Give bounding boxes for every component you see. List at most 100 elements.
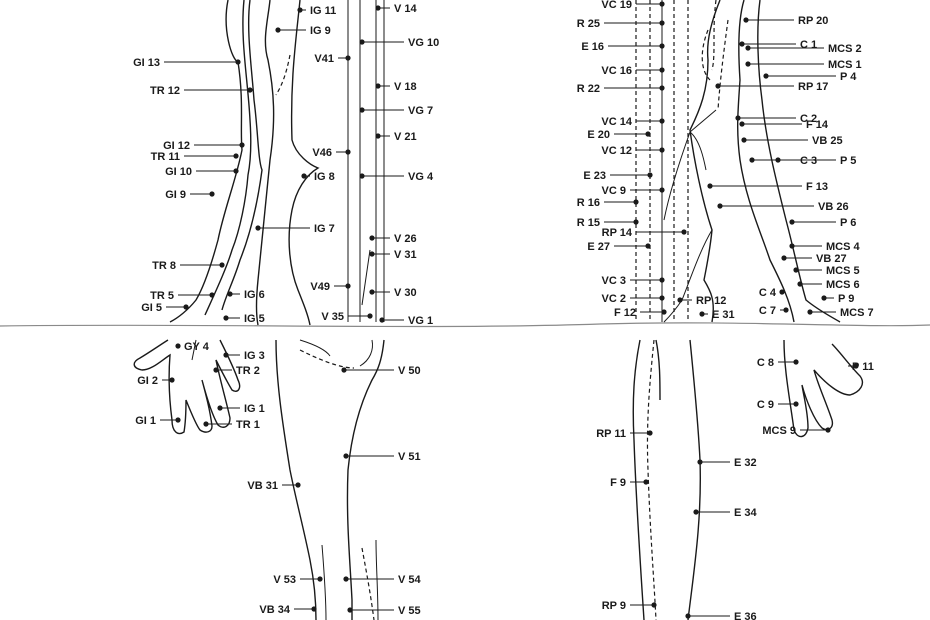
label-right-front-trunk-leg-c-4: C 4 bbox=[759, 287, 777, 299]
label-right-front-trunk-leg-vc-2: VC 2 bbox=[602, 293, 626, 305]
point-left-arm-back-leg-v41 bbox=[345, 55, 351, 61]
label-right-front-trunk-leg-vc-12: VC 12 bbox=[601, 145, 632, 157]
point-right-front-trunk-leg-f-9 bbox=[643, 479, 649, 485]
point-left-arm-back-leg-v-14 bbox=[375, 5, 381, 11]
label-right-front-trunk-leg-e-34: E 34 bbox=[734, 507, 758, 519]
label-left-arm-back-leg-vg-1: VG 1 bbox=[408, 315, 433, 327]
point-left-arm-back-leg-v-31 bbox=[369, 251, 375, 257]
point-right-front-trunk-leg-e-34 bbox=[693, 509, 699, 515]
label-left-arm-back-leg-v-18: V 18 bbox=[394, 81, 417, 93]
point-right-front-trunk-leg-r-16 bbox=[633, 199, 639, 205]
label-left-arm-back-leg-v-30: V 30 bbox=[394, 287, 417, 299]
label-right-front-trunk-leg-e-16: E 16 bbox=[581, 41, 604, 53]
label-right-front-trunk-leg-p-5: P 5 bbox=[840, 155, 856, 167]
label-right-front-trunk-leg-f-14: F 14 bbox=[806, 119, 829, 131]
label-left-arm-back-leg-v-51: V 51 bbox=[398, 451, 421, 463]
point-right-front-trunk-leg-e-16 bbox=[659, 43, 665, 49]
point-left-arm-back-leg-tr-5 bbox=[209, 292, 215, 298]
label-right-front-trunk-leg-c-3: C 3 bbox=[800, 155, 817, 167]
point-right-front-trunk-leg-vc-16 bbox=[659, 67, 665, 73]
label-left-arm-back-leg-tr-5: TR 5 bbox=[150, 290, 174, 302]
label-left-arm-back-leg-v-55: V 55 bbox=[398, 605, 421, 617]
point-right-front-trunk-leg-mcs-4 bbox=[789, 243, 795, 249]
point-right-front-trunk-leg-mcs-6 bbox=[797, 281, 803, 287]
label-left-arm-back-leg-ig-7: IG 7 bbox=[314, 223, 335, 235]
label-right-front-trunk-leg-p-11: P 11 bbox=[852, 361, 874, 373]
label-left-arm-back-leg-vb-34: VB 34 bbox=[259, 604, 290, 616]
point-right-front-trunk-leg-mcs-7 bbox=[807, 309, 813, 315]
point-left-arm-back-leg-ig-3 bbox=[223, 352, 229, 358]
point-left-arm-back-leg-v-54 bbox=[343, 576, 349, 582]
point-right-front-trunk-leg-vc-12 bbox=[659, 147, 665, 153]
label-right-front-trunk-leg-vb-26: VB 26 bbox=[818, 201, 849, 213]
point-right-front-trunk-leg-c-4 bbox=[779, 289, 785, 295]
label-left-arm-back-leg-gi-5: GI 5 bbox=[141, 302, 162, 314]
point-left-arm-back-leg-ig-7 bbox=[255, 225, 261, 231]
label-left-arm-back-leg-ig-3: IG 3 bbox=[244, 350, 265, 362]
point-right-front-trunk-leg-vb-27 bbox=[781, 255, 787, 261]
label-left-arm-back-leg-vg-4: VG 4 bbox=[408, 171, 434, 183]
label-right-front-trunk-leg-rp-11: RP 11 bbox=[596, 428, 626, 440]
point-right-front-trunk-leg-vb-25 bbox=[741, 137, 747, 143]
point-left-arm-back-leg-tr-12 bbox=[247, 87, 253, 93]
label-right-front-trunk-leg-e-32: E 32 bbox=[734, 457, 757, 469]
point-left-arm-back-leg-vg-10 bbox=[359, 39, 365, 45]
label-right-front-trunk-leg-c-7: C 7 bbox=[759, 305, 776, 317]
label-left-arm-back-leg-tr-8: TR 8 bbox=[152, 260, 176, 272]
point-right-front-trunk-leg-rp-9 bbox=[651, 602, 657, 608]
label-right-front-trunk-leg-e-36: E 36 bbox=[734, 611, 757, 620]
label-left-arm-back-leg-vg-10: VG 10 bbox=[408, 37, 439, 49]
point-right-front-trunk-leg-rp-11 bbox=[647, 430, 653, 436]
point-right-front-trunk-leg-p-4 bbox=[763, 73, 769, 79]
point-left-arm-back-leg-ig-5 bbox=[223, 315, 229, 321]
label-right-front-trunk-leg-c-1: C 1 bbox=[800, 39, 817, 51]
label-left-arm-back-leg-v46: V46 bbox=[312, 147, 332, 159]
point-left-arm-back-leg-v-53 bbox=[317, 576, 323, 582]
label-right-front-trunk-leg-vc-3: VC 3 bbox=[602, 275, 626, 287]
point-right-front-trunk-leg-vb-26 bbox=[717, 203, 723, 209]
label-left-arm-back-leg-v-50: V 50 bbox=[398, 365, 421, 377]
point-right-front-trunk-leg-e-23 bbox=[647, 172, 653, 178]
point-right-front-trunk-leg-mcs-9 bbox=[825, 427, 831, 433]
point-left-arm-back-leg-v-26 bbox=[369, 235, 375, 241]
label-left-arm-back-leg-v-21: V 21 bbox=[394, 131, 417, 143]
point-right-front-trunk-leg-mcs-2 bbox=[745, 45, 751, 51]
point-left-arm-back-leg-gi-12 bbox=[239, 142, 245, 148]
point-left-arm-back-leg-v-55 bbox=[347, 607, 353, 613]
label-right-front-trunk-leg-r-16: R 16 bbox=[577, 197, 600, 209]
point-left-arm-back-leg-v-50 bbox=[341, 367, 347, 373]
point-left-arm-back-leg-vg-4 bbox=[359, 173, 365, 179]
point-right-front-trunk-leg-p-5 bbox=[775, 157, 781, 163]
point-left-arm-back-leg-ig-9 bbox=[275, 27, 281, 33]
label-left-arm-back-leg-tr-2: TR 2 bbox=[236, 365, 260, 377]
point-left-arm-back-leg-vb-31 bbox=[295, 482, 301, 488]
label-right-front-trunk-leg-rp-14: RP 14 bbox=[602, 227, 633, 239]
left-figure-outline bbox=[133, 0, 385, 620]
label-right-front-trunk-leg-p-6: P 6 bbox=[840, 217, 856, 229]
label-right-front-trunk-leg-c-9: C 9 bbox=[757, 399, 774, 411]
point-right-front-trunk-leg-p-9 bbox=[821, 295, 827, 301]
label-right-front-trunk-leg-e-27: E 27 bbox=[587, 241, 610, 253]
label-left-arm-back-leg-v-35: V 35 bbox=[321, 311, 344, 323]
point-left-arm-back-leg-ig-11 bbox=[297, 7, 303, 13]
label-left-arm-back-leg-v-54: V 54 bbox=[398, 574, 422, 586]
point-right-front-trunk-leg-c-7 bbox=[783, 307, 789, 313]
label-right-front-trunk-leg-r-15: R 15 bbox=[577, 217, 600, 229]
point-left-arm-back-leg-v-51 bbox=[343, 453, 349, 459]
label-right-front-trunk-leg-vc-19: VC 19 bbox=[601, 0, 632, 11]
point-right-front-trunk-leg-c-8 bbox=[793, 359, 799, 365]
point-left-arm-back-leg-vg-1 bbox=[379, 317, 385, 323]
point-right-front-trunk-leg-e-32 bbox=[697, 459, 703, 465]
point-left-arm-back-leg-gi-10 bbox=[233, 168, 239, 174]
point-right-front-trunk-leg-e-20 bbox=[645, 131, 651, 137]
point-right-front-trunk-leg-c-3 bbox=[749, 157, 755, 163]
point-right-front-trunk-leg-mcs-5 bbox=[793, 267, 799, 273]
label-right-front-trunk-leg-mcs-5: MCS 5 bbox=[826, 265, 860, 277]
label-left-arm-back-leg-v41: V41 bbox=[314, 53, 334, 65]
label-right-front-trunk-leg-c-8: C 8 bbox=[757, 357, 774, 369]
point-right-front-trunk-leg-vc-14 bbox=[659, 118, 665, 124]
label-right-front-trunk-leg-mcs-7: MCS 7 bbox=[840, 307, 874, 319]
label-left-arm-back-leg-ig-8: IG 8 bbox=[314, 171, 335, 183]
